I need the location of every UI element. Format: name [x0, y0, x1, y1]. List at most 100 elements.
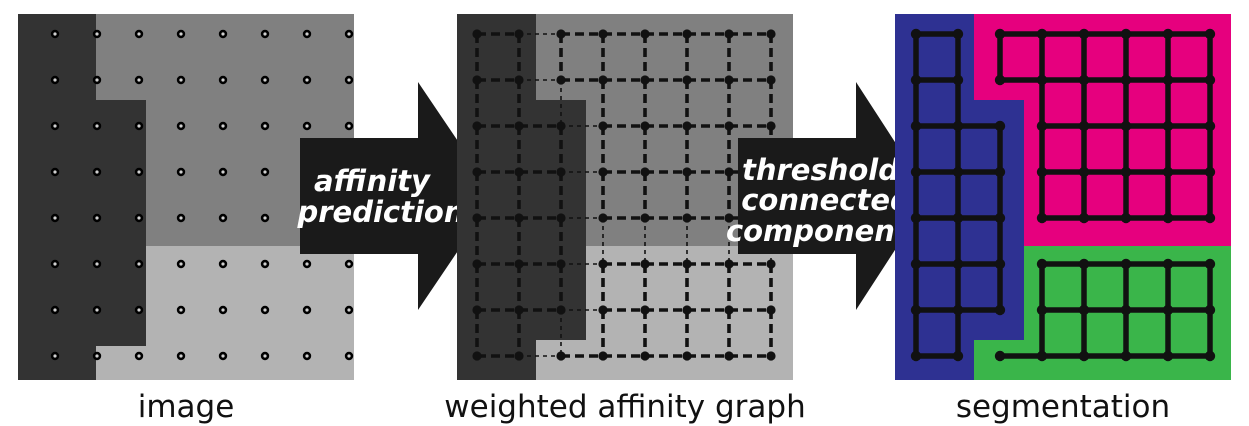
graph-node: [556, 259, 566, 269]
graph-node: [640, 259, 650, 269]
graph-node: [640, 121, 650, 131]
segment-node: [952, 258, 964, 270]
graph-node: [724, 351, 734, 361]
segment-node: [1036, 212, 1048, 224]
graph-node: [766, 305, 776, 315]
pixel-dot-center: [305, 78, 309, 82]
pixel-dot-center: [347, 124, 351, 128]
segment-node: [910, 74, 922, 86]
graph-node: [682, 121, 692, 131]
segment-node: [1204, 28, 1216, 40]
graph-node: [598, 75, 608, 85]
segment-node: [1036, 350, 1048, 362]
caption-graph: weighted affinity graph: [444, 389, 805, 425]
segment-node: [1120, 28, 1132, 40]
segment-node: [910, 28, 922, 40]
arrow-shape-1: [300, 82, 495, 310]
graph-node: [556, 121, 566, 131]
pixel-dot-center: [221, 216, 225, 220]
graph-dark-region: [457, 14, 586, 380]
graph-node: [640, 75, 650, 85]
graph-node: [472, 167, 482, 177]
graph-node: [472, 75, 482, 85]
segment-node: [1036, 304, 1048, 316]
pixel-dot-center: [53, 170, 57, 174]
segment-node: [952, 212, 964, 224]
graph-node: [556, 75, 566, 85]
pixel-dot-center: [305, 32, 309, 36]
pixel-dot-center: [179, 216, 183, 220]
pixel-dot-center: [347, 262, 351, 266]
segment-node: [1162, 28, 1174, 40]
pixel-dot-center: [137, 78, 141, 82]
graph-node: [724, 213, 734, 223]
pixel-dot-center: [263, 354, 267, 358]
caption-image: image: [138, 389, 235, 425]
arrow-label-components: components: [726, 214, 926, 248]
graph-node: [682, 305, 692, 315]
graph-node: [724, 259, 734, 269]
graph-node: [472, 213, 482, 223]
graph-node: [640, 213, 650, 223]
segment-node: [952, 28, 964, 40]
segment-node: [1204, 350, 1216, 362]
segment-node: [1078, 120, 1090, 132]
pixel-dot-center: [137, 216, 141, 220]
segment-node: [1078, 350, 1090, 362]
segment-node: [1204, 212, 1216, 224]
pixel-dot-center: [53, 216, 57, 220]
segment-node: [1162, 350, 1174, 362]
graph-node: [472, 29, 482, 39]
pixel-dot-center: [137, 308, 141, 312]
pixel-dot-center: [221, 32, 225, 36]
segment-node: [1036, 166, 1048, 178]
graph-node: [472, 351, 482, 361]
segment-node: [952, 350, 964, 362]
graph-node: [766, 75, 776, 85]
graph-node: [514, 75, 524, 85]
graph-node: [682, 75, 692, 85]
arrow-label-prediction: prediction: [297, 195, 465, 229]
pixel-dot-center: [221, 170, 225, 174]
graph-node: [724, 75, 734, 85]
segment-node: [1078, 212, 1090, 224]
segment-node: [1078, 74, 1090, 86]
graph-node: [724, 167, 734, 177]
threshold-arrow: threshold, connected components: [726, 82, 930, 310]
segment-node: [994, 166, 1006, 178]
segment-node: [1204, 166, 1216, 178]
graph-node: [598, 213, 608, 223]
graph-node: [472, 259, 482, 269]
graph-node: [724, 29, 734, 39]
pixel-dot-center: [137, 124, 141, 128]
segment-node: [1162, 212, 1174, 224]
graph-node: [472, 121, 482, 131]
arrow-label-threshold: threshold,: [742, 153, 910, 187]
graph-node: [766, 259, 776, 269]
graph-node: [682, 351, 692, 361]
graph-node: [682, 167, 692, 177]
graph-node: [514, 121, 524, 131]
segment-node: [910, 350, 922, 362]
pixel-dot-center: [137, 354, 141, 358]
segment-node: [994, 304, 1006, 316]
graph-node: [556, 213, 566, 223]
pixel-dot-center: [221, 262, 225, 266]
pixel-dot-center: [53, 354, 57, 358]
pixel-dot-center: [179, 124, 183, 128]
pixel-dot-center: [263, 32, 267, 36]
segment-node: [1078, 258, 1090, 270]
pixel-dot-center: [305, 354, 309, 358]
pixel-dot-center: [95, 78, 99, 82]
pixel-dot-center: [53, 124, 57, 128]
graph-node: [598, 121, 608, 131]
pixel-dot-center: [263, 262, 267, 266]
pixel-dot-center: [137, 262, 141, 266]
pixel-dot-center: [179, 170, 183, 174]
pixel-dot-center: [179, 354, 183, 358]
pixel-dot-center: [95, 170, 99, 174]
segment-node: [1078, 28, 1090, 40]
graph-node: [766, 121, 776, 131]
segment-node: [1162, 74, 1174, 86]
